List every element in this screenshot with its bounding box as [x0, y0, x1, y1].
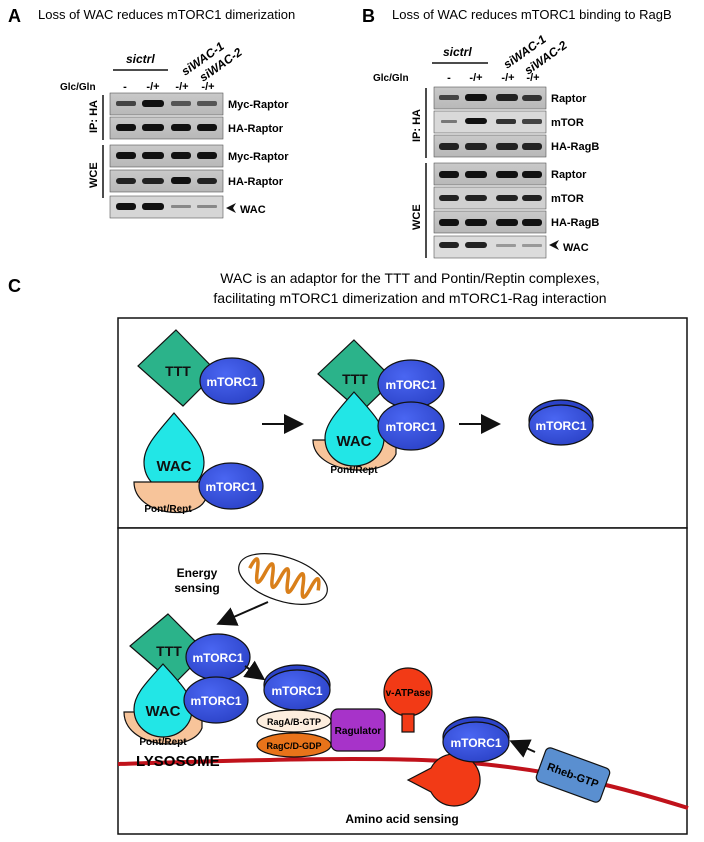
panel-a-letter: A [8, 6, 21, 26]
panel-b-band-6: HA-RagB [551, 217, 599, 229]
energy-label-1: Energy [177, 566, 218, 580]
ttt-label-bottom: TTT [156, 643, 182, 659]
panel-b-band-7: WAC [563, 242, 589, 254]
panel-a-band-3: Myc-Raptor [228, 151, 289, 163]
panel-b-lane-4: -/+ [526, 72, 539, 84]
ttt-label-complex: TTT [342, 371, 368, 387]
panel-a-band-2: HA-Raptor [228, 123, 284, 135]
panel-b-group-sictrl: sictrl [443, 45, 472, 59]
mtorc1-label: mTORC1 [206, 375, 257, 389]
panel-b-condition: Glc/Gln [373, 73, 409, 84]
ragulator-shape [330, 708, 386, 752]
raga-label: RagA/B-GTP [267, 717, 321, 727]
panel-a-band-5: WAC [240, 204, 266, 216]
pont-rept-label-complex: Pont/Rept [330, 465, 378, 476]
panel-a-wac-arrow-icon [226, 203, 236, 213]
panel-b-band-2: mTOR [551, 117, 584, 129]
panel-b-title: Loss of WAC reduces mTORC1 binding to Ra… [392, 7, 672, 22]
vatpase-label: v-ATPase [386, 688, 431, 699]
pont-rept-label: Pont/Rept [144, 504, 192, 515]
ragulator-label: Ragulator [335, 726, 382, 737]
panel-b-wac-arrow-icon [549, 240, 559, 250]
panel-b-band-3: HA-RagB [551, 141, 599, 153]
bottom-complex: TTT mTORC1 Pont/Rept WAC mTORC1 [123, 613, 251, 748]
energy-arrow-icon [216, 601, 269, 626]
panel-b-lane-1: - [447, 72, 451, 84]
top-right-dimer: mTORC1 [528, 399, 594, 446]
energy-label-2: sensing [174, 581, 219, 595]
panel-c-title-1: WAC is an adaptor for the TTT and Pontin… [220, 270, 599, 286]
mtorc1-label-2: mTORC1 [205, 480, 256, 494]
panel-b-lane-3: -/+ [501, 72, 514, 84]
mtorc1-label-rheb: mTORC1 [450, 736, 501, 750]
lysosome-label: LYSOSOME [136, 753, 220, 770]
ttt-shape [137, 329, 218, 407]
mtorc1-label-complex-1: mTORC1 [385, 378, 436, 392]
panel-a-lane-3: -/+ [175, 81, 188, 93]
top-left-group: TTT mTORC1 WAC Pont/Rept mTORC1 [133, 329, 265, 515]
mtorc1-at-rag: mTORC1 [263, 664, 331, 711]
mtorc1-shape [199, 357, 265, 405]
mtorc1-at-rheb: mTORC1 [442, 716, 510, 763]
panel-a-group-sictrl: sictrl [126, 52, 155, 66]
wac-label-bottom: WAC [146, 703, 181, 720]
complex-to-rag-arrow-icon [243, 660, 266, 681]
ragc-label: RagC/D-GDP [266, 741, 321, 751]
amino-acid-label: Amino acid sensing [345, 812, 458, 826]
panel-a-blots [109, 92, 224, 219]
mtorc1-label-bottom-2: mTORC1 [190, 694, 241, 708]
panel-b-band-1: Raptor [551, 93, 587, 105]
mtorc1-dimer-label: mTORC1 [535, 419, 586, 433]
panel-b-band-5: mTOR [551, 193, 584, 205]
mtorc1-label-complex-2: mTORC1 [385, 420, 436, 434]
rheb-shape [535, 747, 611, 803]
top-middle-complex: TTT mTORC1 Pont/Rept WAC mTORC1 [312, 339, 445, 476]
panel-a-wce-label: WCE [88, 162, 100, 188]
wac-label-complex: WAC [337, 433, 372, 450]
panel-c-letter: C [8, 276, 21, 296]
panel-b-letter: B [362, 6, 375, 26]
panel-b-blots [433, 86, 547, 259]
panel-b-ip-label: IP: HA [411, 109, 423, 142]
panel-b-band-4: Raptor [551, 169, 587, 181]
panel-a-band-1: Myc-Raptor [228, 99, 289, 111]
panel-a-condition: Glc/Gln [60, 82, 96, 93]
ttt-label: TTT [165, 363, 191, 379]
mtorc1-label-rag: mTORC1 [271, 684, 322, 698]
panel-c-title-2: facilitating mTORC1 dimerization and mTO… [213, 290, 606, 306]
panel-a-lane-4: -/+ [201, 81, 214, 93]
mtorc1-shape-2 [198, 462, 264, 510]
panel-a-lane-1: - [123, 81, 127, 93]
panel-b-wce-label: WCE [411, 204, 423, 230]
panel-b-lane-2: -/+ [469, 72, 482, 84]
rheb-arrow-icon [509, 739, 536, 758]
panel-a-title: Loss of WAC reduces mTORC1 dimerization [38, 7, 295, 22]
mtorc1-label-bottom-1: mTORC1 [192, 651, 243, 665]
panel-a-band-4: HA-Raptor [228, 176, 284, 188]
vatpase-shape [383, 667, 481, 807]
panel-a-ip-label: IP: HA [88, 100, 100, 133]
panel-a-lane-2: -/+ [146, 81, 159, 93]
mitochondrion-icon [238, 553, 328, 605]
wac-label: WAC [157, 458, 192, 475]
pont-rept-label-bottom: Pont/Rept [139, 737, 187, 748]
